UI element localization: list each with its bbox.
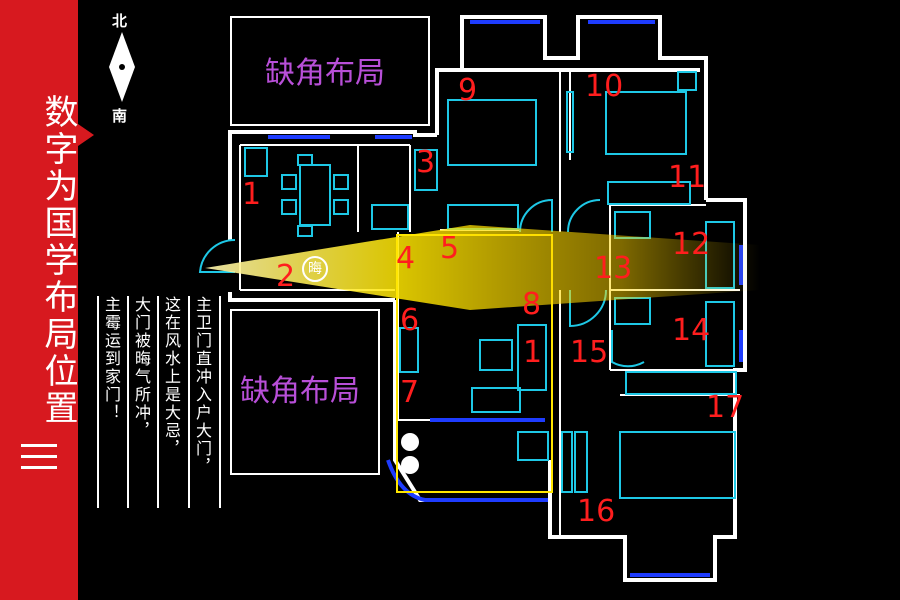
note-line-2: 这在风水上是大忌，: [162, 296, 181, 458]
position-number: 4: [396, 241, 416, 276]
title-banner: 数字为国学布局位置: [0, 0, 78, 600]
position-number: 15: [570, 335, 609, 370]
position-number: 3: [416, 145, 436, 180]
note-divider: [97, 296, 99, 508]
note-divider: [219, 296, 221, 508]
position-number: 1: [242, 177, 262, 212]
furniture: [244, 71, 737, 499]
windows: [268, 20, 743, 577]
plant-icon: [401, 433, 419, 474]
position-number: 10: [585, 69, 624, 104]
note-line-4: 主霉运到家门！: [102, 296, 121, 422]
missing-corner-box-top: [230, 16, 430, 126]
hui-stamp-icon: 晦: [302, 256, 328, 282]
missing-corner-box-bottom: [230, 309, 380, 475]
position-number: 2: [276, 259, 296, 294]
position-number: 12: [672, 227, 711, 262]
missing-corner-label-bottom: 缺角布局: [240, 374, 360, 409]
position-number: 6: [400, 303, 420, 338]
position-number: 11: [668, 160, 707, 195]
doors: [198, 91, 645, 493]
sha-qi-beam: [205, 225, 760, 310]
compass-needle-icon: [109, 32, 135, 102]
position-number: 1: [523, 335, 543, 370]
note-divider: [127, 296, 129, 508]
position-number: 14: [672, 313, 711, 348]
position-number: 7: [400, 375, 420, 410]
banner-pointer-icon: [78, 124, 94, 146]
position-number: 5: [440, 231, 460, 266]
position-number: 8: [522, 287, 542, 322]
position-number: 16: [577, 494, 616, 529]
note-line-3: 大门被晦气所冲，: [132, 296, 151, 440]
banner-triple-line-icon: [21, 444, 57, 470]
note-divider: [188, 296, 190, 508]
exterior-walls: [228, 15, 747, 582]
note-divider: [157, 296, 159, 508]
missing-corner-label-top: 缺角布局: [265, 56, 385, 91]
position-number: 13: [594, 251, 633, 286]
compass-south-label: 南: [112, 107, 128, 125]
position-number: 17: [706, 390, 745, 425]
position-number: 9: [458, 73, 478, 108]
compass-north-label: 北: [112, 12, 128, 30]
banner-title: 数字为国学布局位置: [38, 93, 78, 427]
note-line-1: 主卫门直冲入户大门，: [193, 296, 212, 476]
